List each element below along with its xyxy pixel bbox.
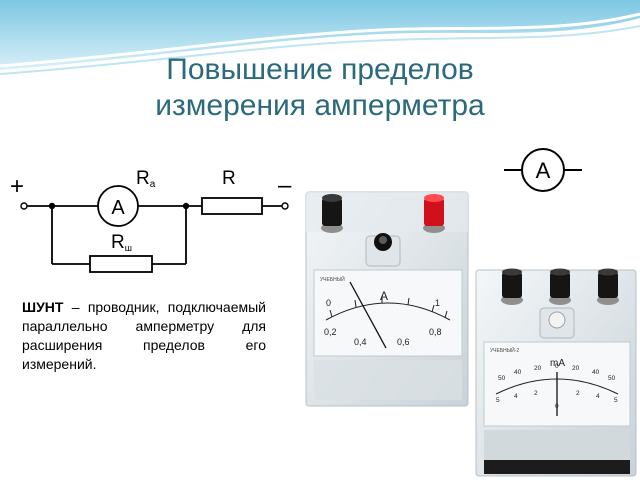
r-label: R	[222, 168, 236, 189]
symbol-letter: A	[536, 158, 551, 183]
header-wave-decoration	[0, 0, 640, 75]
milli-scale-bottom-4: 2	[576, 390, 580, 397]
black-terminal-middle-icon	[549, 268, 571, 305]
black-terminal-left-icon	[501, 268, 523, 305]
milli-scale-bottom-0: 5	[496, 397, 500, 404]
rsh-letter: R	[111, 232, 125, 253]
ammeter-unit: A	[380, 289, 388, 303]
ammeter-scale-bottom-3: 0,8	[429, 327, 442, 337]
milli-scale-top-3: 0	[555, 363, 559, 370]
ammeter-scale-bottom-2: 0,6	[397, 337, 410, 347]
resistor-r	[201, 197, 263, 215]
ammeter-schematic-symbol: A	[504, 148, 582, 192]
milliammeter-unit: mA	[550, 358, 565, 369]
zero-adjust-knob-icon	[365, 233, 401, 267]
milli-scale-bottom-3: 0	[555, 403, 559, 410]
ammeter-scale-top-1: 1	[435, 298, 440, 308]
milli-scale-top-2: 20	[534, 365, 542, 372]
title-line-1: Повышение пределов	[166, 53, 474, 86]
shunt-definition: ШУНТ – проводник, подключаемый параллель…	[22, 298, 266, 374]
rsh-subscript: ш	[125, 243, 132, 253]
milli-scale-top-0: 50	[498, 375, 506, 382]
milli-scale-top-6: 50	[608, 375, 616, 382]
definition-term: ШУНТ	[22, 299, 64, 315]
ammeter-scale-bottom-0: 0,2	[324, 327, 337, 337]
ammeter-symbol	[97, 185, 139, 227]
black-terminal-right-icon	[597, 268, 619, 305]
ammeter-scale-top-0: 0	[326, 298, 331, 308]
milliammeter-brand: УЧЕБНЫЙ-2	[490, 346, 519, 354]
ammeter-brand: УЧЕБНЫЙ	[320, 275, 345, 283]
milli-scale-bottom-1: 4	[514, 393, 518, 400]
milliammeter-device-image: УЧЕБНЫЙ-2 mA 50 40 20 0 20 40 50 5 4 2 0…	[475, 268, 637, 477]
milli-scale-bottom-2: 2	[534, 390, 538, 397]
red-terminal-icon	[423, 194, 445, 233]
ammeter-letter: A	[111, 197, 125, 219]
milli-scale-bottom-5: 4	[596, 393, 600, 400]
junction-right	[182, 202, 190, 210]
definition-dash: –	[71, 299, 80, 315]
rsh-label: Rш	[111, 232, 132, 253]
milli-scale-top-4: 20	[572, 365, 580, 372]
shunt-circuit-diagram: A + – Ra R Rш	[10, 168, 292, 273]
black-terminal-icon	[321, 194, 343, 233]
junction-left	[48, 202, 56, 210]
title-line-2: измерения амперметра	[155, 89, 485, 122]
minus-sign: –	[278, 172, 292, 199]
milli-scale-bottom-6: 5	[614, 397, 618, 404]
milli-scale-top-5: 40	[592, 369, 600, 376]
page-title: Повышение пределов измерения амперметра	[60, 52, 580, 124]
ammeter-device-image: УЧЕБНЫЙ A 0 1 0,2 0,4 0,6 0,8	[305, 191, 469, 407]
milli-zero-adjust-knob-icon	[539, 307, 575, 339]
plus-sign: +	[10, 173, 24, 200]
ra-subscript: a	[150, 179, 156, 190]
definition-text: проводник, подключаемый параллельно ампе…	[22, 299, 266, 372]
ra-label: Ra	[136, 168, 156, 190]
plus-terminal	[20, 202, 28, 210]
minus-terminal	[281, 202, 289, 210]
ammeter-scale-bottom-1: 0,4	[354, 337, 367, 347]
shunt-resistor	[89, 255, 153, 273]
ra-letter: R	[136, 168, 150, 189]
milli-scale-top-1: 40	[514, 369, 522, 376]
